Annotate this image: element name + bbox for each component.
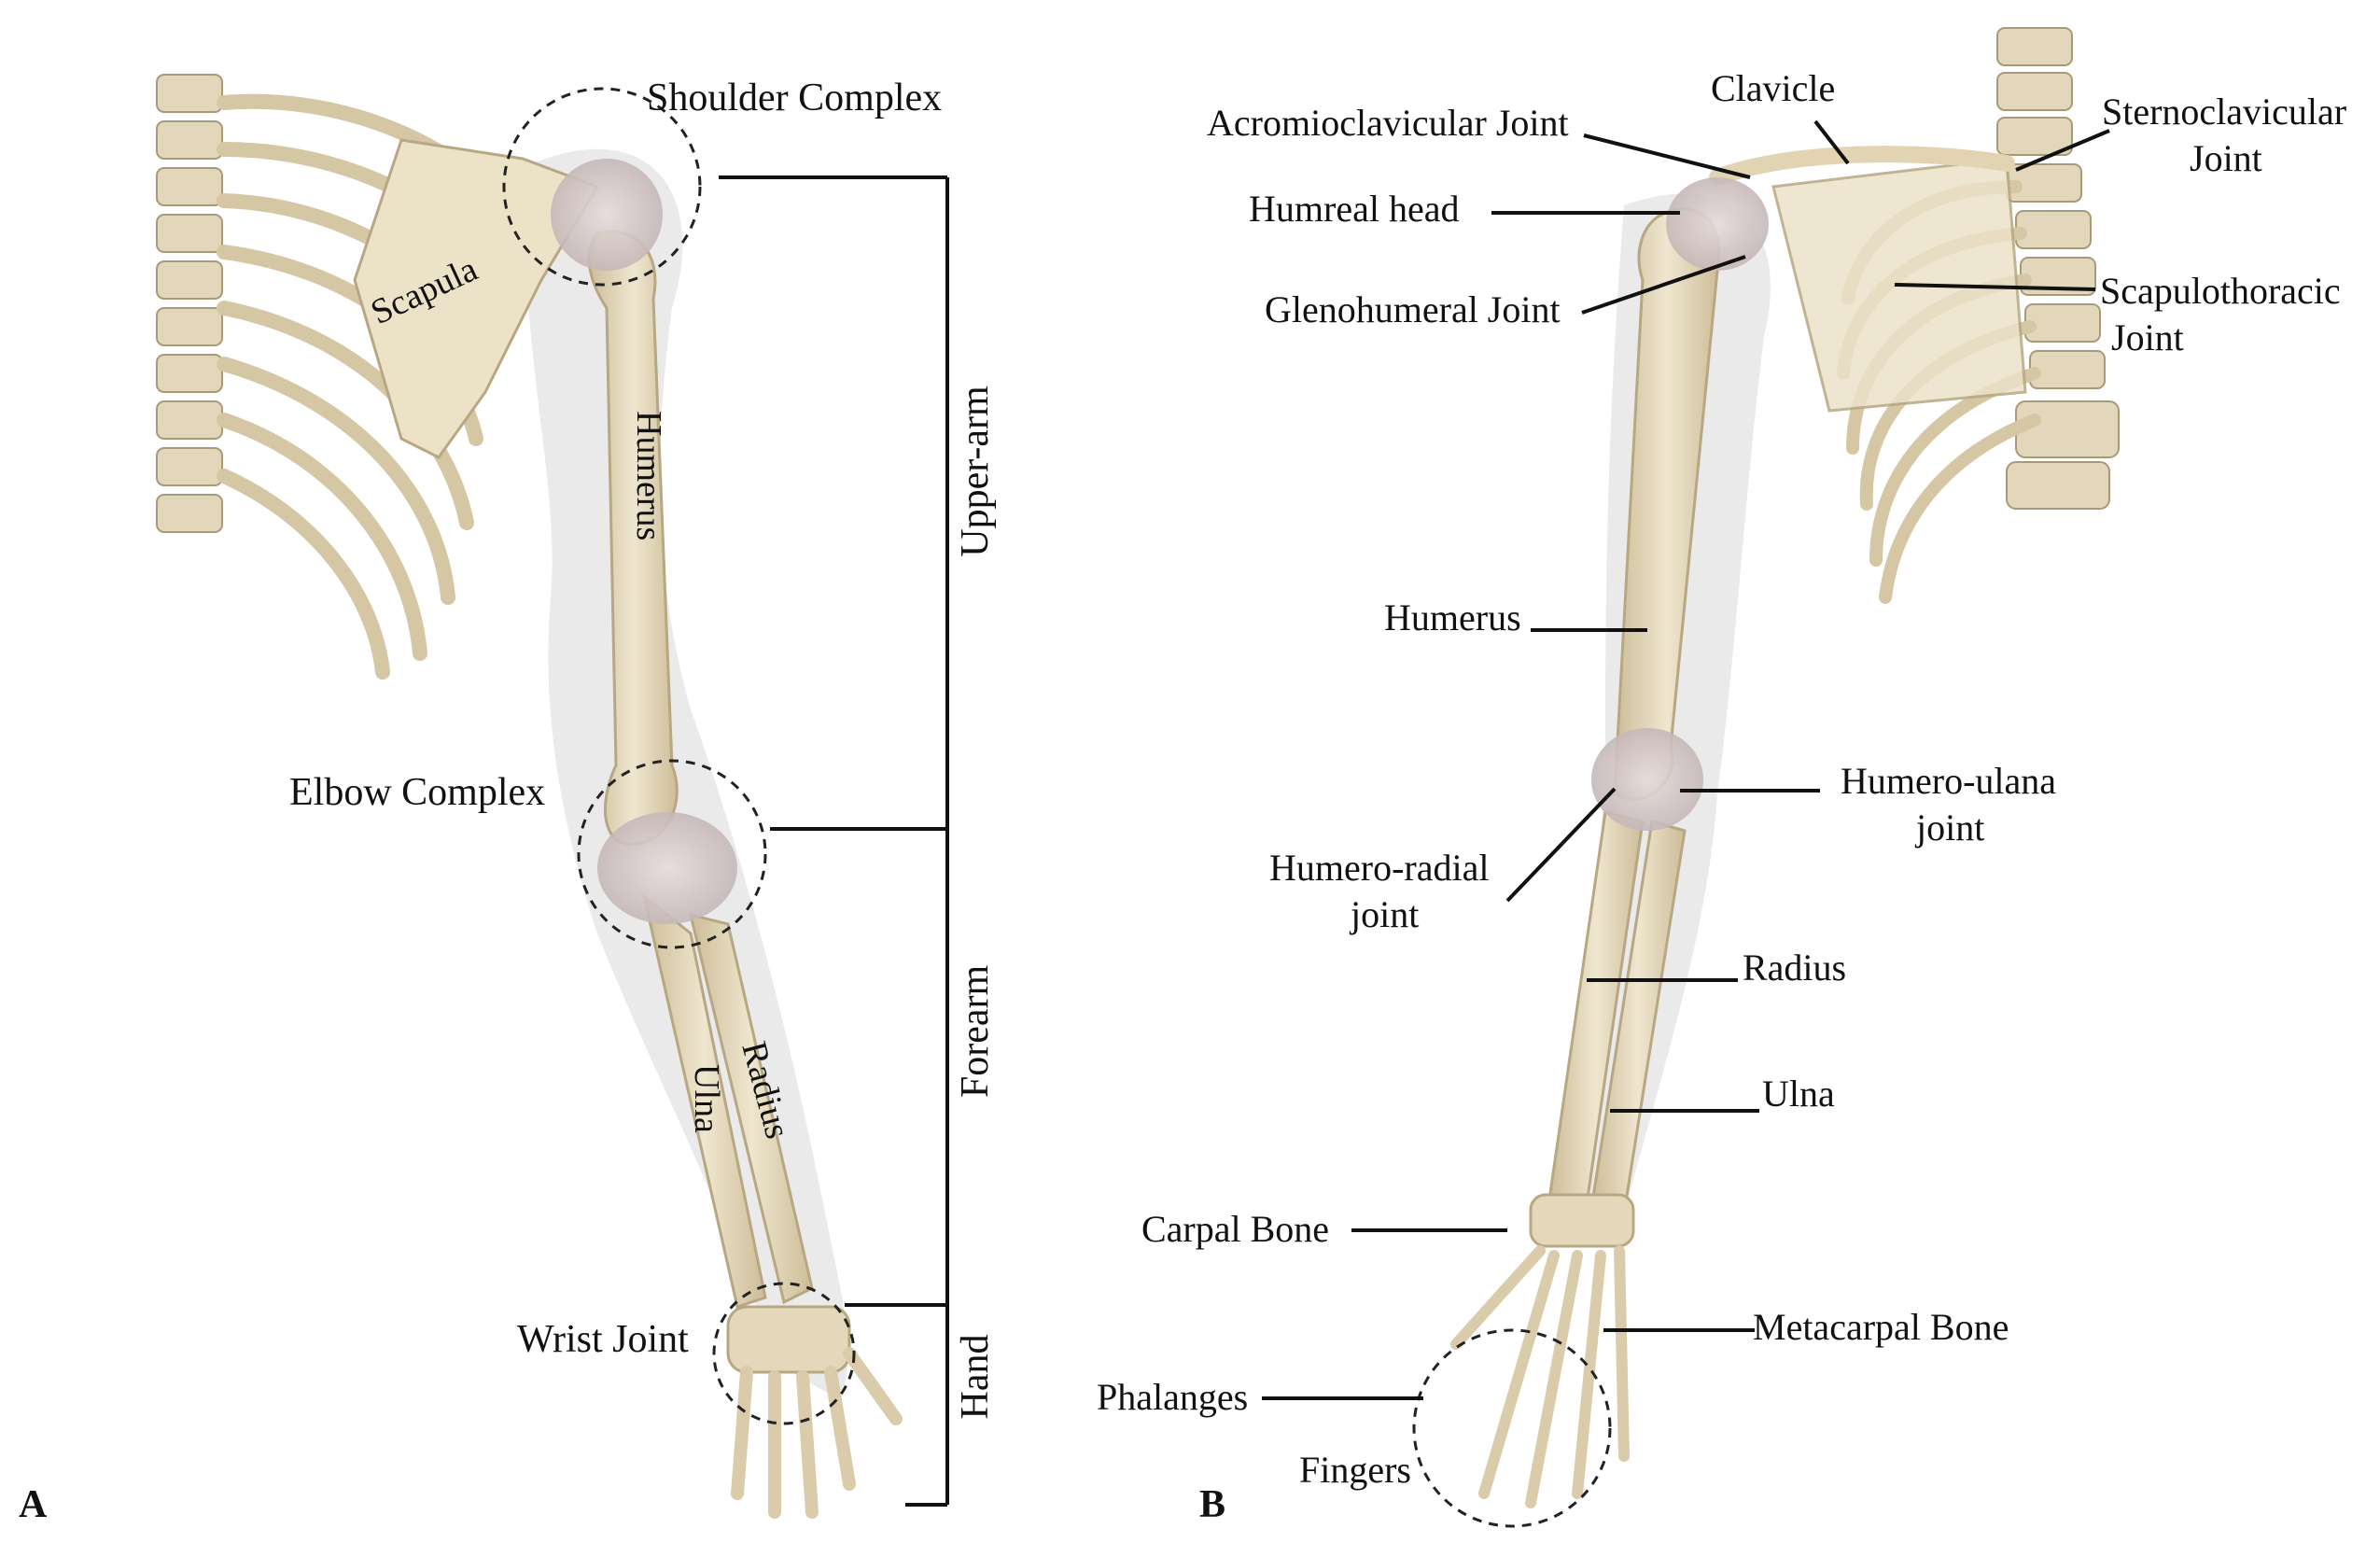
bracket-label-hand: Hand xyxy=(954,1335,997,1420)
label-sternoclavicular-line1: Sternoclavicular xyxy=(2102,91,2346,133)
label-wrist-joint: Wrist Joint xyxy=(517,1318,689,1361)
panel-letter-a: A xyxy=(19,1483,48,1526)
panel-a-shoulder-joint xyxy=(551,159,663,271)
bracket-label-upper-arm: Upper-arm xyxy=(954,386,997,557)
panel-b: Acromioclavicular Joint Clavicle Sternoc… xyxy=(1097,27,2346,1528)
fingers-circle xyxy=(1412,1328,1612,1528)
panel-a-elbow-joint xyxy=(597,812,737,924)
label-radius-b: Radius xyxy=(1743,947,1846,989)
panel-b-hand-bones xyxy=(1450,1245,1630,1508)
label-humero-ulana-line1: Humero-ulana xyxy=(1841,760,2056,802)
panel-letter-b: B xyxy=(1199,1483,1225,1526)
label-glenohumeral-joint: Glenohumeral Joint xyxy=(1265,288,1561,330)
segment-bracket xyxy=(719,175,949,1507)
label-sternoclavicular-line2: Joint xyxy=(2190,137,2262,179)
label-shoulder-complex: Shoulder Complex xyxy=(647,77,942,119)
label-acromioclavicular-joint: Acromioclavicular Joint xyxy=(1207,102,1569,144)
label-ulna-a: Ulna xyxy=(687,1064,726,1133)
bracket-label-forearm: Forearm xyxy=(954,965,997,1099)
label-elbow-complex: Elbow Complex xyxy=(289,771,545,814)
label-humero-radial-line2: joint xyxy=(1349,893,1419,935)
panel-b-carpal-bones xyxy=(1529,1193,1635,1248)
panel-a-arm-silhouette xyxy=(523,148,848,1400)
label-clavicle: Clavicle xyxy=(1711,67,1835,109)
panel-a-scapula-bone xyxy=(353,138,600,459)
panel-a: Shoulder Complex Elbow Complex Wrist Joi… xyxy=(19,74,997,1526)
panel-b-elbow-joint xyxy=(1591,728,1703,831)
label-phalanges: Phalanges xyxy=(1097,1376,1248,1418)
label-humeral-head: Humreal head xyxy=(1249,188,1459,230)
panel-b-shoulder-joint xyxy=(1666,177,1769,271)
label-humero-ulana-line2: joint xyxy=(1914,807,1984,849)
panel-a-hand-bones xyxy=(731,1347,903,1519)
label-fingers: Fingers xyxy=(1299,1449,1411,1491)
label-humerus-b: Humerus xyxy=(1384,596,1521,638)
label-metacarpal-bone: Metacarpal Bone xyxy=(1753,1306,2009,1348)
elbow-complex-circle xyxy=(577,759,767,949)
label-scapulothoracic-line1: Scapulothoracic xyxy=(2100,270,2341,312)
label-scapulothoracic-line2: Joint xyxy=(2111,316,2184,358)
panel-b-leader-lines xyxy=(1262,119,2110,1400)
panel-a-spine xyxy=(156,74,223,533)
label-humero-radial-line1: Humero-radial xyxy=(1269,847,1489,889)
wrist-joint-circle xyxy=(712,1282,856,1425)
label-carpal-bone: Carpal Bone xyxy=(1141,1208,1329,1250)
panel-b-clavicle-bone xyxy=(1709,146,2015,186)
panel-a-wrist-bones xyxy=(726,1305,851,1374)
label-humerus-a: Humerus xyxy=(629,411,668,540)
label-ulna-b: Ulna xyxy=(1762,1073,1835,1115)
shoulder-complex-circle xyxy=(502,87,702,287)
